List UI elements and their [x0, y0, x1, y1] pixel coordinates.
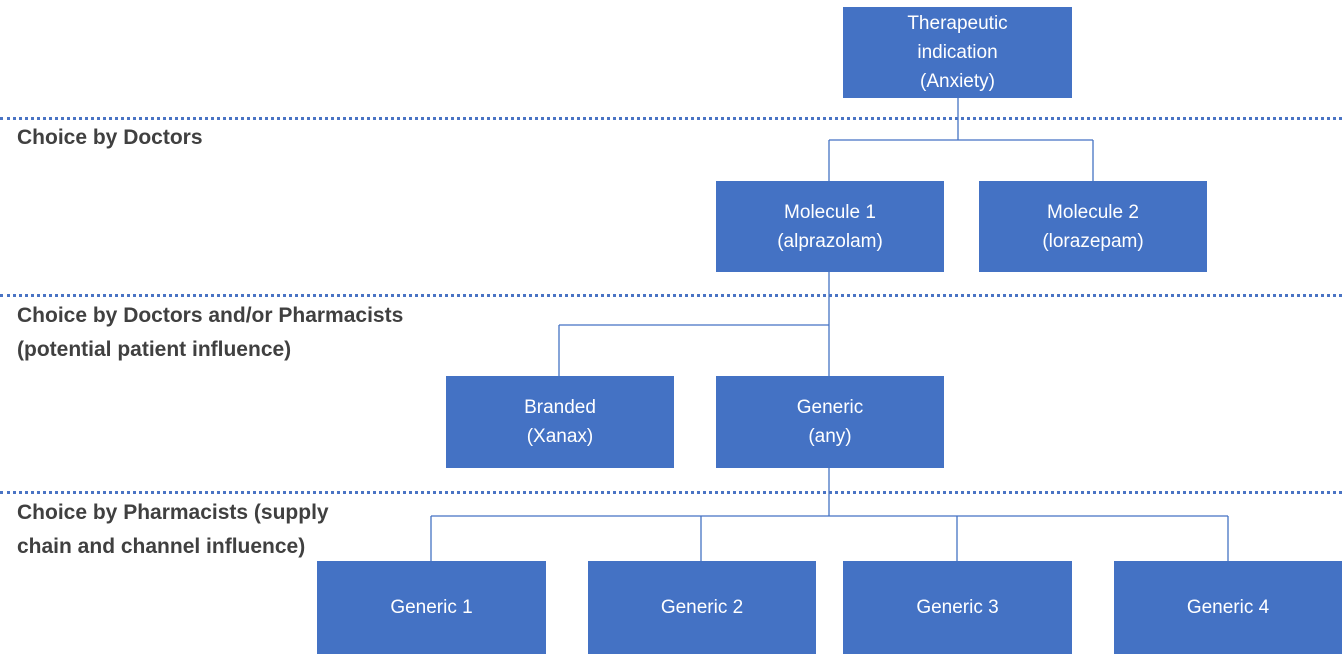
node-generic-line2: (any): [808, 426, 852, 447]
level-label-pharmacists-line1: Choice by Pharmacists (supply: [17, 501, 329, 524]
node-generic-line1: Generic: [796, 397, 864, 418]
level-label-doctors-pharmacists: Choice by Doctors and/or Pharmacists (po…: [17, 299, 403, 367]
node-generic-4-label: Generic 4: [1186, 597, 1270, 618]
node-generic-1: Generic 1: [317, 561, 546, 654]
node-molecule-1: Molecule 1 (alprazolam): [716, 181, 944, 272]
node-molecule-2-line2: (lorazepam): [1042, 230, 1144, 252]
node-branded-line1: Branded: [524, 397, 596, 418]
node-generic-2-label: Generic 2: [660, 597, 744, 618]
node-generic-1-label: Generic 1: [390, 597, 473, 618]
node-generic-2: Generic 2: [588, 561, 816, 654]
level-divider-2: [0, 294, 1342, 297]
node-therapeutic-indication-line3: (Anxiety): [920, 71, 995, 92]
node-generic-3-label: Generic 3: [916, 597, 999, 618]
node-molecule-2: Molecule 2 (lorazepam): [979, 181, 1207, 272]
node-generic-4: Generic 4: [1114, 561, 1342, 654]
node-molecule-1-line1: Molecule 1: [784, 201, 876, 223]
level-label-doctors: Choice by Doctors: [17, 121, 203, 155]
node-branded-line2: (Xanax): [526, 426, 594, 447]
level-label-pharmacists: Choice by Pharmacists (supply chain and …: [17, 496, 329, 564]
node-molecule-1-line2: (alprazolam): [777, 230, 883, 252]
node-generic-3: Generic 3: [843, 561, 1072, 654]
level-label-doctors-pharmacists-line1: Choice by Doctors and/or Pharmacists: [17, 304, 404, 327]
level-label-pharmacists-line2: chain and channel influence): [17, 535, 306, 558]
node-molecule-2-line1: Molecule 2: [1047, 201, 1139, 223]
node-branded: Branded (Xanax): [446, 376, 674, 468]
node-therapeutic-indication-line2: indication: [917, 42, 998, 63]
node-therapeutic-indication-line1: Therapeutic: [907, 13, 1008, 34]
node-therapeutic-indication: Therapeutic indication (Anxiety): [843, 7, 1072, 98]
node-generic: Generic (any): [716, 376, 944, 468]
level-divider-3: [0, 491, 1342, 494]
level-divider-1: [0, 117, 1342, 120]
level-label-doctors-text: Choice by Doctors: [17, 126, 203, 149]
level-label-doctors-pharmacists-line2: (potential patient influence): [17, 338, 292, 361]
